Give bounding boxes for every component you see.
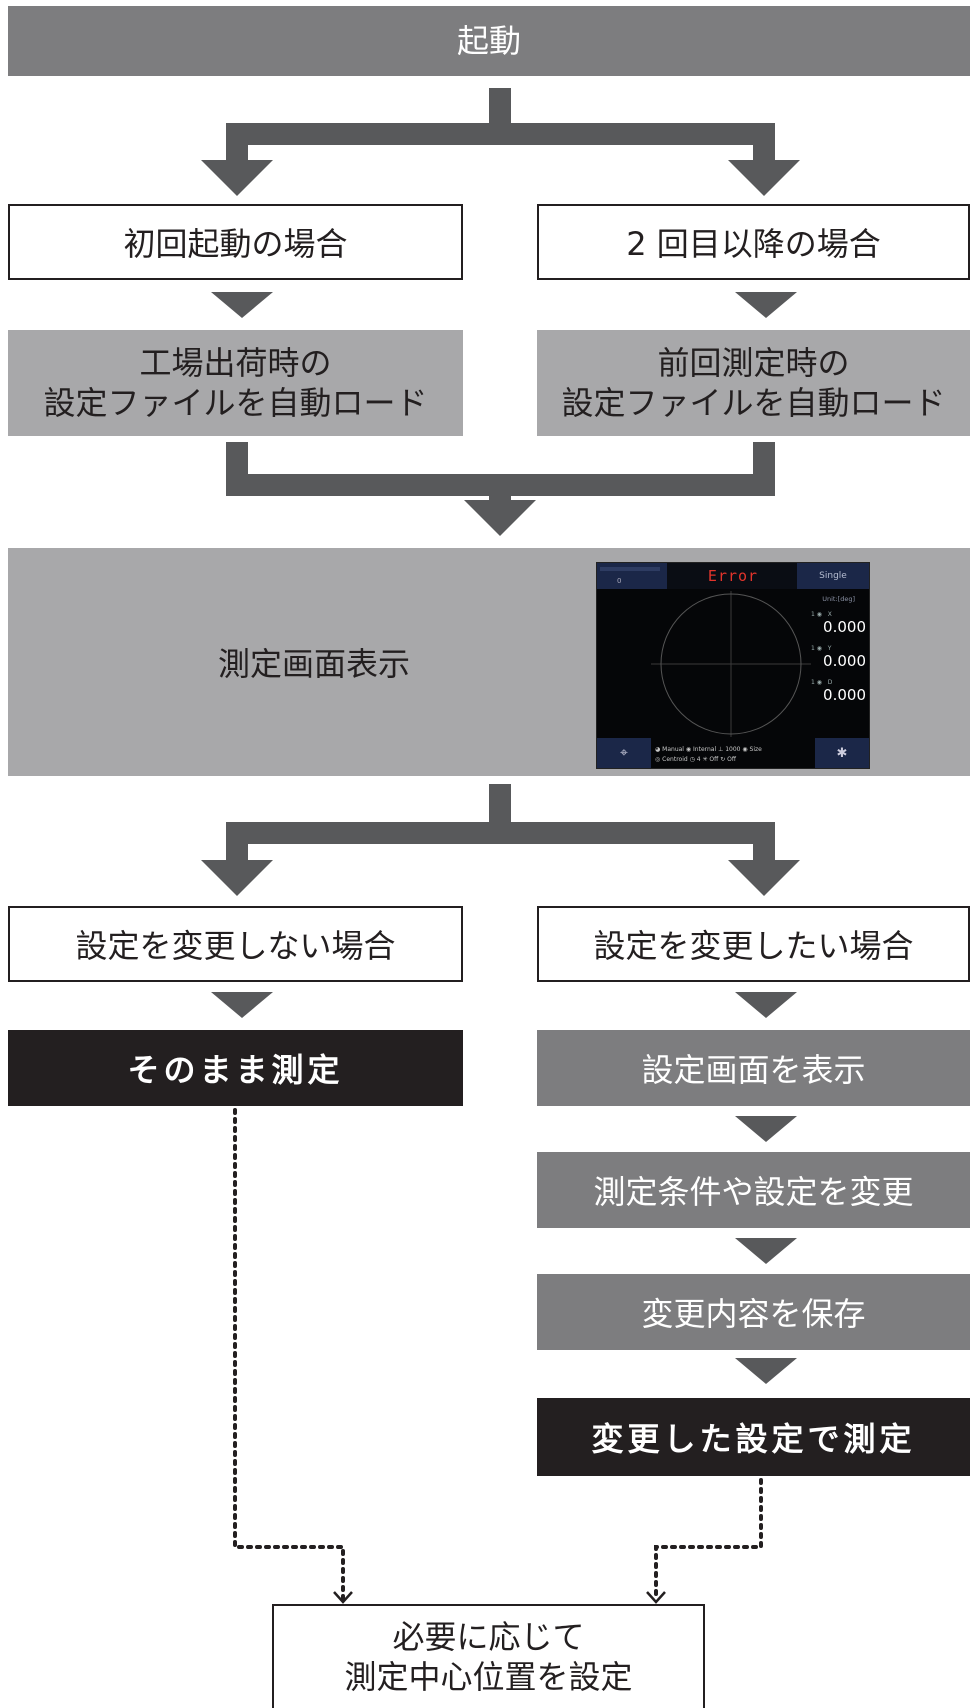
arrow-down-icon bbox=[728, 860, 800, 896]
connector-left-1 bbox=[226, 123, 248, 163]
connector-right-2 bbox=[753, 822, 775, 862]
screen-title: Error bbox=[707, 567, 759, 585]
save-changes-box: 変更内容を保存 bbox=[537, 1274, 970, 1350]
first-launch-label: 初回起動の場合 bbox=[123, 225, 348, 263]
measure-as-is-label: そのまま測定 bbox=[127, 1051, 344, 1089]
y-value: 0.000 bbox=[823, 652, 866, 670]
previous-settings-box: 前回測定時の 設定ファイルを自動ロード bbox=[537, 330, 970, 436]
screen-left-tab bbox=[597, 563, 667, 589]
x-axis-label: 1 ◉ X bbox=[811, 611, 832, 618]
screen-status-bar: ◕ Manual ◉ Internal ⊥ 1000 ◉ Size ◎ Cent… bbox=[655, 746, 762, 763]
connector-right-1 bbox=[753, 123, 775, 163]
factory-settings-label: 工場出荷時の 設定ファイルを自動ロード bbox=[43, 344, 428, 422]
measurement-screen-thumbnail: 0 Error Single Unit:[deg] 1 ◉ X 0.000 1 … bbox=[596, 562, 870, 769]
target-plot bbox=[651, 591, 811, 737]
arrow-down-icon bbox=[735, 292, 797, 318]
later-launch-box: 2 回目以降の場合 bbox=[537, 204, 970, 280]
save-changes-label: 変更内容を保存 bbox=[641, 1295, 866, 1333]
arrow-down-icon bbox=[735, 992, 797, 1018]
change-conditions-box: 測定条件や設定を変更 bbox=[537, 1152, 970, 1228]
no-change-box: 設定を変更しない場合 bbox=[8, 906, 463, 982]
d-value: 0.000 bbox=[823, 686, 866, 704]
arrow-down-icon bbox=[735, 1116, 797, 1142]
arrow-down-icon bbox=[464, 500, 536, 536]
previous-settings-label: 前回測定時の 設定ファイルを自動ロード bbox=[561, 344, 946, 422]
change-conditions-label: 測定条件や設定を変更 bbox=[593, 1173, 914, 1211]
connector-stem-1 bbox=[489, 88, 511, 128]
measure-with-changes-box: 変更した設定で測定 bbox=[537, 1398, 970, 1476]
no-change-label: 設定を変更しない場合 bbox=[75, 927, 396, 965]
gear-icon: ✱ bbox=[836, 745, 848, 761]
connector-left-2 bbox=[226, 822, 248, 862]
connector-stem-2 bbox=[489, 784, 511, 826]
set-center-label: 必要に応じて 測定中心位置を設定 bbox=[344, 1618, 633, 1696]
start-box: 起動 bbox=[8, 6, 970, 76]
change-label: 設定を変更したい場合 bbox=[593, 927, 914, 965]
start-label: 起動 bbox=[456, 22, 521, 60]
connector-bar-2 bbox=[226, 822, 775, 844]
x-value: 0.000 bbox=[823, 618, 866, 636]
measure-as-is-box: そのまま測定 bbox=[8, 1030, 463, 1106]
crosshair-button[interactable]: ⌖ bbox=[597, 738, 651, 768]
y-axis-label: 1 ◉ Y bbox=[811, 645, 832, 652]
screen-mode-tab[interactable]: Single bbox=[797, 563, 869, 589]
arrow-down-icon bbox=[211, 292, 273, 318]
screen-unit: Unit:[deg] bbox=[822, 595, 855, 603]
arrow-down-icon bbox=[735, 1238, 797, 1264]
arrow-down-icon bbox=[201, 860, 273, 896]
arrow-down-icon bbox=[728, 160, 800, 196]
factory-settings-box: 工場出荷時の 設定ファイルを自動ロード bbox=[8, 330, 463, 436]
crosshair-icon: ⌖ bbox=[620, 745, 628, 761]
arrow-down-icon bbox=[201, 160, 273, 196]
screen-counter: 0 bbox=[617, 577, 622, 585]
show-settings-box: 設定画面を表示 bbox=[537, 1030, 970, 1106]
measure-with-changes-label: 変更した設定で測定 bbox=[591, 1420, 916, 1458]
change-box: 設定を変更したい場合 bbox=[537, 906, 970, 982]
measure-screen-label: 測定画面表示 bbox=[218, 645, 411, 683]
connector-bar-1 bbox=[226, 123, 775, 145]
settings-button[interactable]: ✱ bbox=[815, 738, 869, 768]
set-center-box: 必要に応じて 測定中心位置を設定 bbox=[272, 1604, 705, 1708]
arrow-down-icon bbox=[735, 1358, 797, 1384]
first-launch-box: 初回起動の場合 bbox=[8, 204, 463, 280]
later-launch-label: 2 回目以降の場合 bbox=[626, 225, 881, 263]
show-settings-label: 設定画面を表示 bbox=[641, 1051, 866, 1089]
arrow-down-icon bbox=[211, 992, 273, 1018]
d-axis-label: 1 ◉ D bbox=[811, 679, 833, 686]
